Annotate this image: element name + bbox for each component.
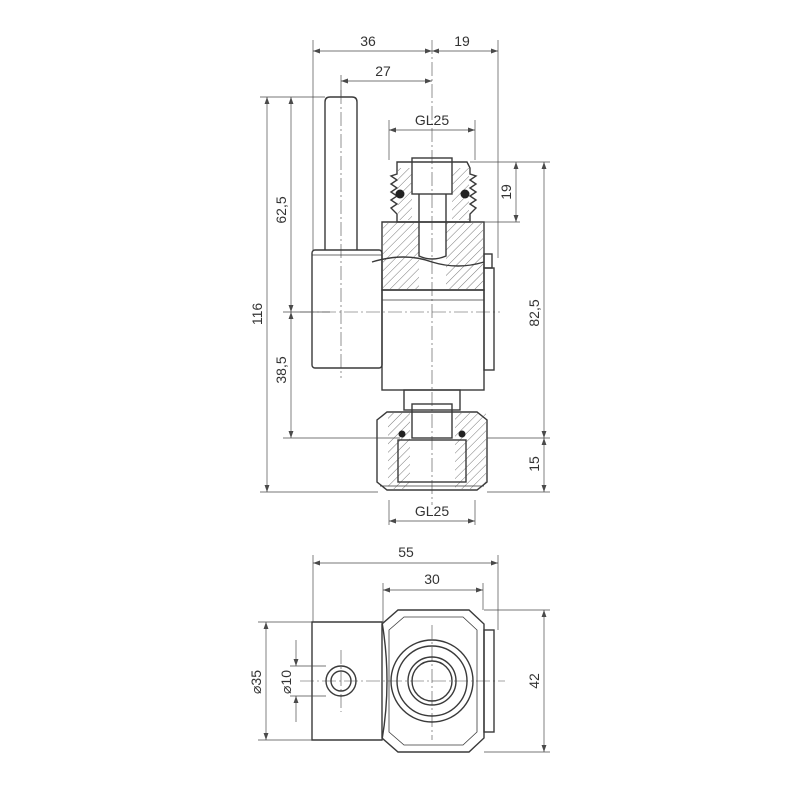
hub-cylinder-top xyxy=(311,621,388,741)
dim-label-36: 36 xyxy=(360,33,376,49)
dim-label-116: 116 xyxy=(249,303,265,326)
dim-label-d35: ⌀35 xyxy=(248,670,264,694)
dim-label-62-5: 62,5 xyxy=(273,196,289,223)
valve-body-top xyxy=(381,609,495,753)
bottom-gl25-connector xyxy=(376,389,488,491)
dim-label-d10: ⌀10 xyxy=(278,670,294,694)
top-view: 55 30 ⌀35 ⌀10 42 xyxy=(248,544,550,753)
dim-label-55: 55 xyxy=(398,544,414,560)
dim-label-27: 27 xyxy=(375,63,391,79)
dim-label-19-right: 19 xyxy=(498,184,514,200)
dim-label-42: 42 xyxy=(526,673,542,689)
dim-label-gl25-bottom: GL25 xyxy=(415,503,449,519)
dim-label-30: 30 xyxy=(424,571,440,587)
dim-label-gl25-top: GL25 xyxy=(415,112,449,128)
handle-hub xyxy=(311,249,383,369)
dim-label-19-top: 19 xyxy=(454,33,470,49)
top-gl25-connector xyxy=(389,157,478,223)
valve-body-upper xyxy=(371,194,493,291)
side-view: 36 19 27 GL25 GL25 116 62,5 38,5 19 82,5… xyxy=(249,33,550,525)
dim-label-82-5: 82,5 xyxy=(526,299,542,326)
dimension-lines-top xyxy=(258,555,550,753)
dim-label-38-5: 38,5 xyxy=(273,356,289,383)
dim-label-15: 15 xyxy=(526,456,542,472)
dimension-lines-side xyxy=(260,40,550,525)
